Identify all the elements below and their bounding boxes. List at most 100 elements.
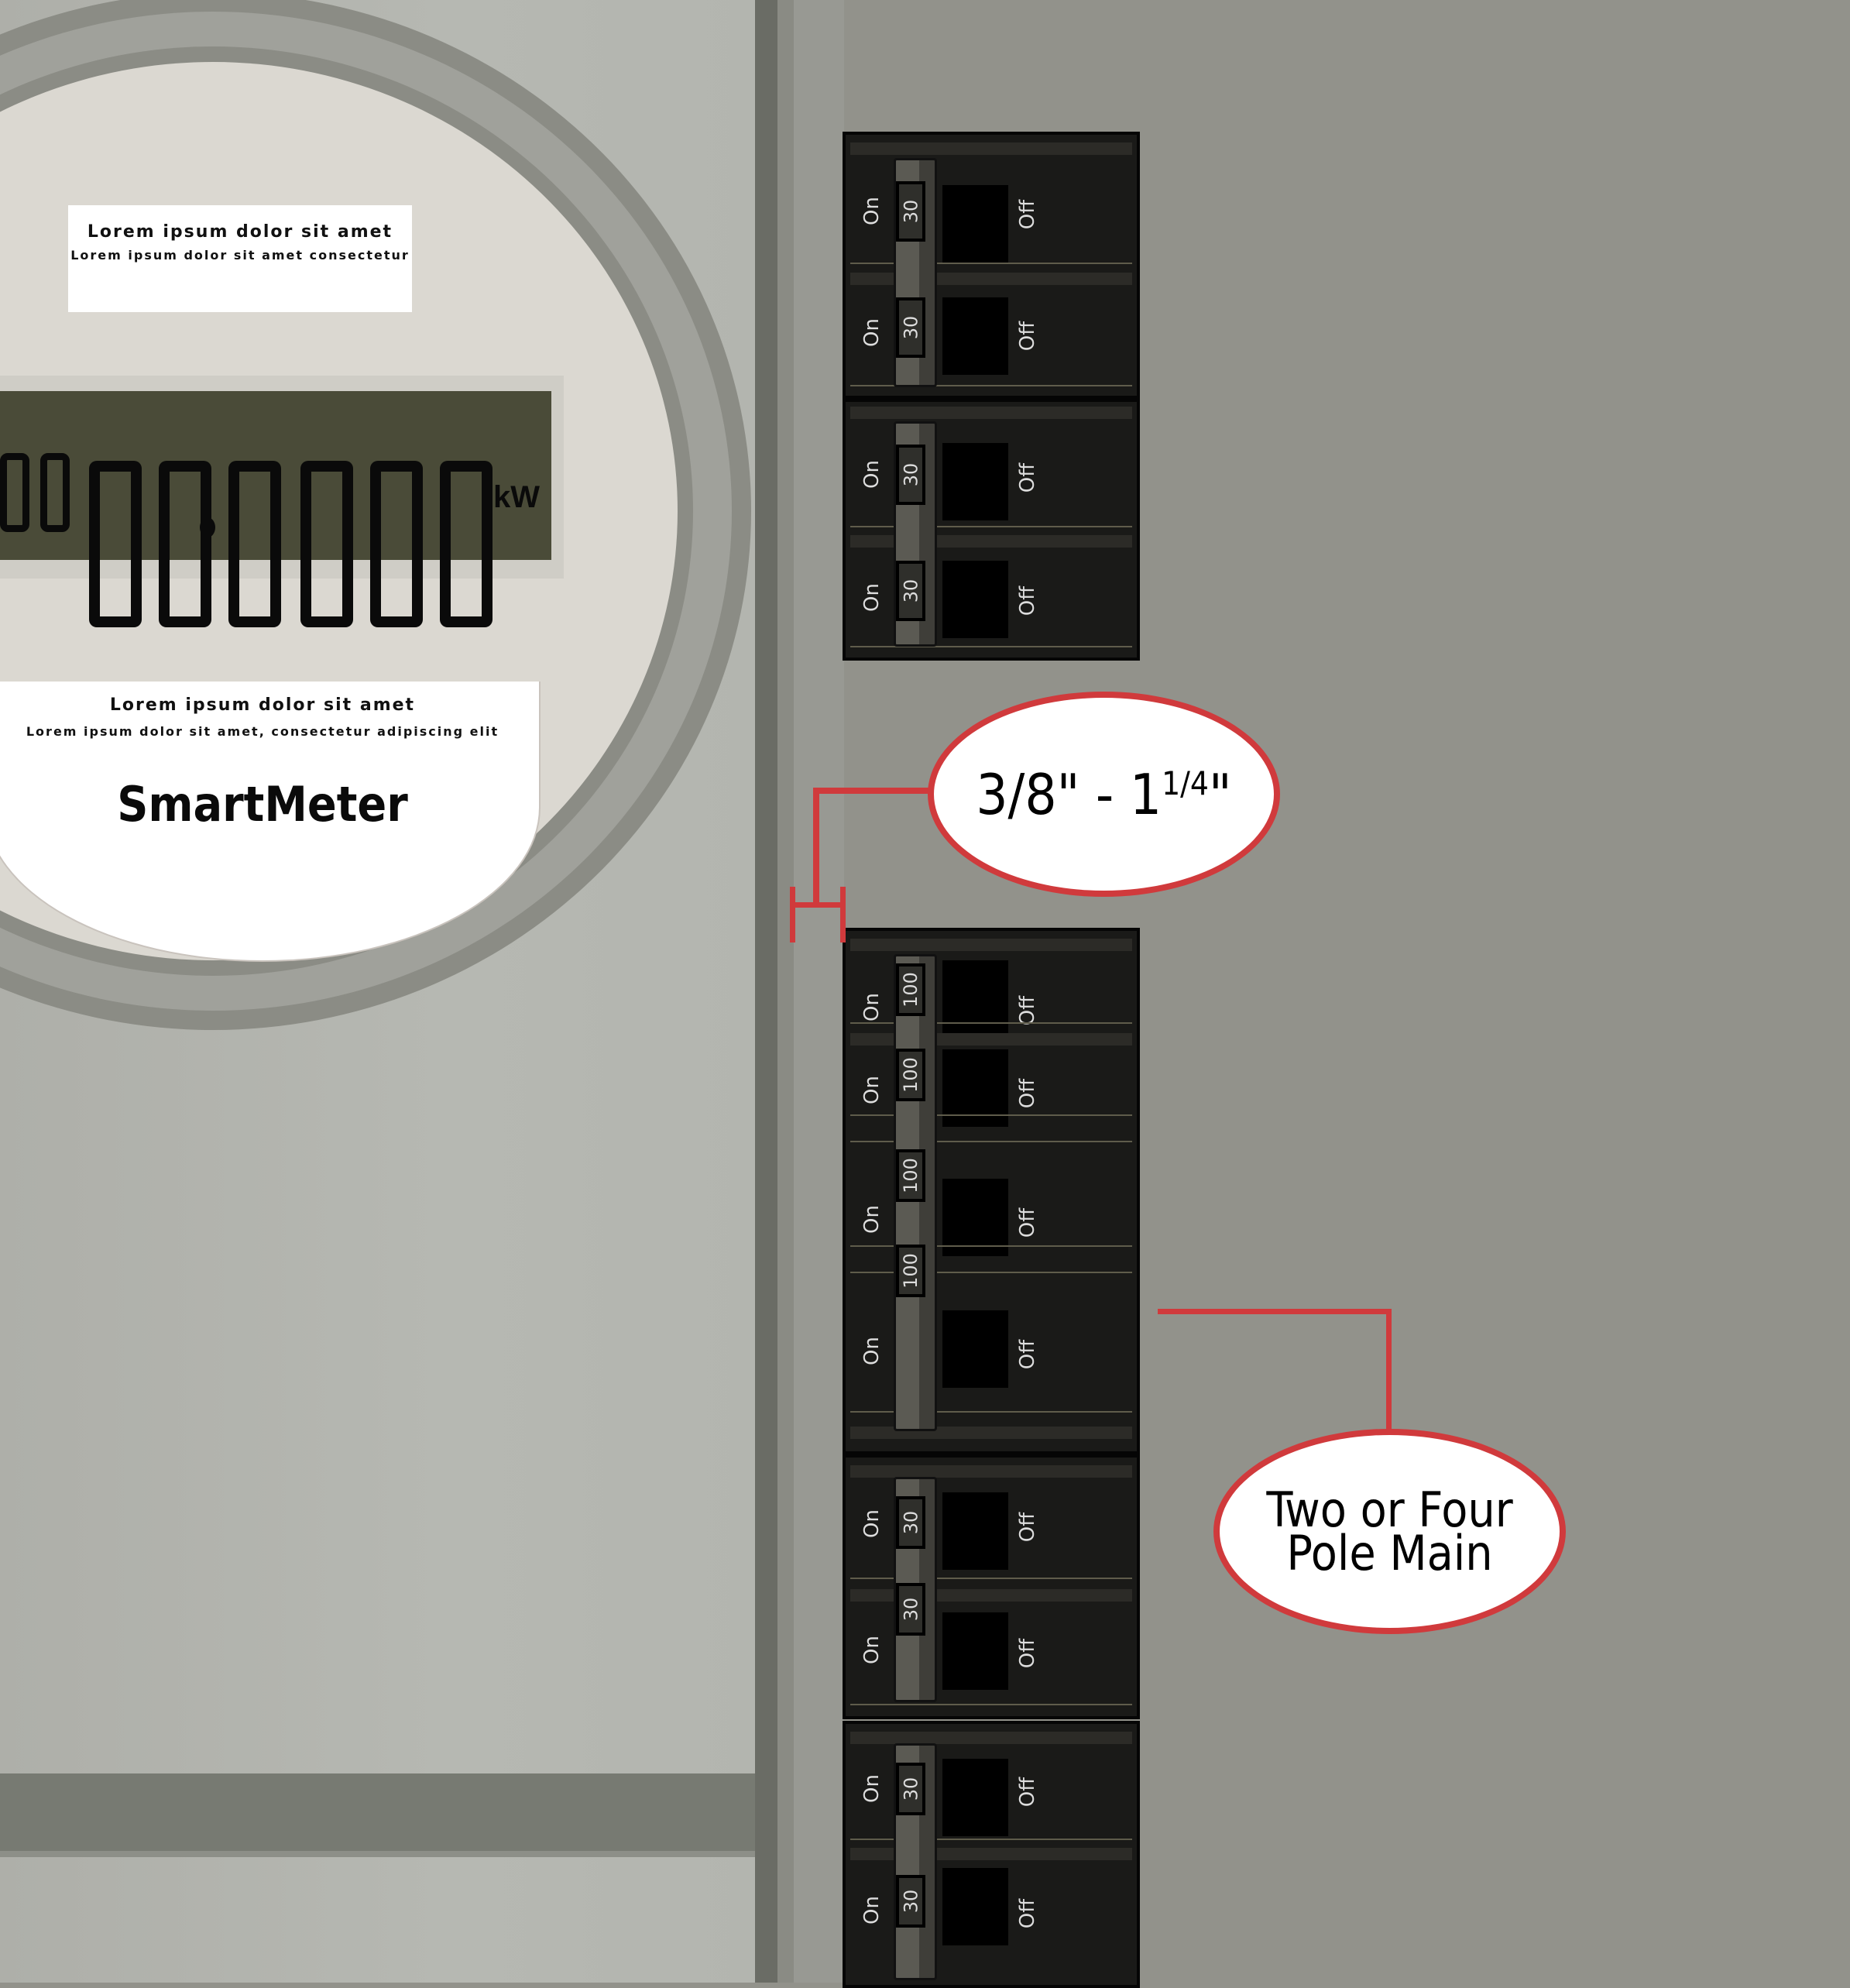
pole-off-label: Off bbox=[1016, 1339, 1039, 1370]
breaker-band bbox=[850, 1848, 1132, 1860]
meter-enclosure-bar bbox=[0, 1773, 755, 1857]
pole-rail bbox=[850, 1022, 1132, 1024]
breaker-pole: On Off bbox=[846, 1047, 1137, 1179]
rating-value: 30 bbox=[900, 1889, 922, 1914]
breaker-band bbox=[850, 1427, 1132, 1439]
pole-window bbox=[942, 297, 1008, 375]
pole-rating: 30 bbox=[896, 181, 925, 242]
pole-on-label: On bbox=[860, 197, 884, 225]
breaker-band bbox=[850, 407, 1132, 419]
pole-on-label: On bbox=[860, 1509, 884, 1538]
breaker-two-pole-1[interactable]: On Off On Off 30 30 bbox=[843, 132, 1140, 399]
breaker-two-pole-2[interactable]: On Off On Off 30 30 bbox=[843, 399, 1140, 661]
rating-value: 30 bbox=[900, 315, 922, 340]
gap-callout-text: 3/8" - 11/4" bbox=[976, 762, 1231, 827]
pole-on-label: On bbox=[860, 583, 884, 612]
gap-callout-fraction: 1/4 bbox=[1162, 764, 1209, 802]
breaker-band bbox=[850, 939, 1132, 951]
gap-callout-leader-horizontal bbox=[813, 788, 929, 794]
pole-rating: 30 bbox=[896, 297, 925, 358]
meter-label-top-title: Lorem ipsum dolor sit amet bbox=[87, 222, 393, 242]
pole-on-label: On bbox=[860, 993, 884, 1021]
pole-rail bbox=[850, 1245, 1132, 1247]
pole-rail bbox=[850, 263, 1132, 264]
pole-window bbox=[942, 1310, 1008, 1388]
pole-window bbox=[942, 185, 1008, 263]
gap-measurement-callout: 3/8" - 11/4" bbox=[928, 692, 1280, 897]
breaker-pole: On Off bbox=[846, 1743, 1137, 1859]
pole-rating: 30 bbox=[896, 1496, 925, 1549]
pole-rail bbox=[850, 526, 1132, 527]
pole-off-label: Off bbox=[1016, 585, 1039, 616]
rating-value: 100 bbox=[900, 1057, 922, 1093]
pole-on-label: On bbox=[860, 1636, 884, 1664]
lcd-digit bbox=[89, 461, 142, 627]
pole-rating: 30 bbox=[896, 445, 925, 505]
pole-off-label: Off bbox=[1016, 1207, 1039, 1238]
main-breaker-callout: Two or Four Pole Main bbox=[1213, 1429, 1566, 1634]
pole-off-label: Off bbox=[1016, 995, 1039, 1026]
main-breaker-four-pole[interactable]: On Off On Off On Off On Off 100 100 100 … bbox=[843, 928, 1140, 1454]
pole-rating: 100 bbox=[896, 1245, 925, 1297]
meter-label-top-subtitle: Lorem ipsum dolor sit amet consectetur bbox=[70, 248, 410, 263]
lcd-digit bbox=[159, 461, 211, 627]
pole-window bbox=[942, 443, 1008, 520]
gap-callout-suffix: " bbox=[1208, 761, 1232, 827]
pole-on-label: On bbox=[860, 1205, 884, 1234]
pole-window bbox=[942, 1049, 1008, 1127]
pole-off-label: Off bbox=[1016, 1078, 1039, 1109]
pole-off-label: Off bbox=[1016, 321, 1039, 352]
lcd-unit: kW bbox=[493, 480, 540, 514]
lcd-digit bbox=[440, 461, 493, 627]
rating-value: 100 bbox=[900, 1253, 922, 1289]
lcd-digit-small bbox=[0, 453, 29, 532]
breaker-band bbox=[850, 142, 1132, 155]
meter-label-top: Lorem ipsum dolor sit amet Lorem ipsum d… bbox=[68, 205, 412, 312]
breaker-band bbox=[850, 1732, 1132, 1744]
breaker-panel-edge bbox=[794, 0, 844, 1983]
gap-dimension-tick-right bbox=[840, 887, 846, 942]
pole-off-label: Off bbox=[1016, 199, 1039, 230]
pole-rail bbox=[850, 1114, 1132, 1116]
pole-window bbox=[942, 960, 1008, 1038]
pole-rating: 30 bbox=[896, 1763, 925, 1815]
breaker-pole: On Off bbox=[846, 1310, 1137, 1450]
pole-rail bbox=[850, 1839, 1132, 1840]
pole-on-label: On bbox=[860, 1774, 884, 1803]
lcd-digit bbox=[300, 461, 353, 627]
breaker-two-pole-3[interactable]: On Off On Off 30 30 bbox=[843, 1454, 1140, 1719]
pole-on-label: On bbox=[860, 1337, 884, 1365]
main-callout-leader-vertical bbox=[1386, 1309, 1392, 1431]
pole-off-label: Off bbox=[1016, 1898, 1039, 1929]
gap-dimension-tick-left bbox=[790, 887, 795, 942]
breaker-pole: On Off bbox=[846, 1862, 1137, 1986]
pole-off-label: Off bbox=[1016, 1638, 1039, 1669]
pole-on-label: On bbox=[860, 1076, 884, 1104]
lcd-decimal-point bbox=[200, 517, 215, 537]
meter-label-bottom-title: Lorem ipsum dolor sit amet bbox=[109, 695, 416, 715]
pole-rating: 100 bbox=[896, 963, 925, 1016]
lcd-digit-small bbox=[40, 453, 70, 532]
gap-callout-leader-vertical bbox=[813, 788, 819, 904]
pole-window bbox=[942, 561, 1008, 638]
pole-rail bbox=[850, 385, 1132, 386]
breaker-two-pole-4[interactable]: On Off On Off 30 30 bbox=[843, 1721, 1140, 1988]
rating-value: 30 bbox=[900, 462, 922, 487]
breaker-pole: On Off bbox=[846, 1603, 1137, 1712]
meter-label-bottom: Lorem ipsum dolor sit amet Lorem ipsum d… bbox=[0, 682, 541, 962]
breaker-pole: On Off bbox=[846, 421, 1137, 537]
breaker-band bbox=[850, 1589, 1132, 1602]
breaker-pole: On Off bbox=[846, 549, 1137, 658]
pole-rail bbox=[850, 1411, 1132, 1413]
pole-rating: 30 bbox=[896, 1875, 925, 1928]
pole-rating: 30 bbox=[896, 1583, 925, 1636]
pole-rating: 100 bbox=[896, 1049, 925, 1101]
breaker-band bbox=[850, 535, 1132, 548]
pole-rating: 100 bbox=[896, 1149, 925, 1202]
rating-value: 30 bbox=[900, 199, 922, 224]
breaker-pole: On Off bbox=[846, 158, 1137, 274]
rating-value: 30 bbox=[900, 1597, 922, 1622]
pole-rail bbox=[850, 1272, 1132, 1273]
breaker-band bbox=[850, 1033, 1132, 1046]
pole-on-label: On bbox=[860, 318, 884, 347]
